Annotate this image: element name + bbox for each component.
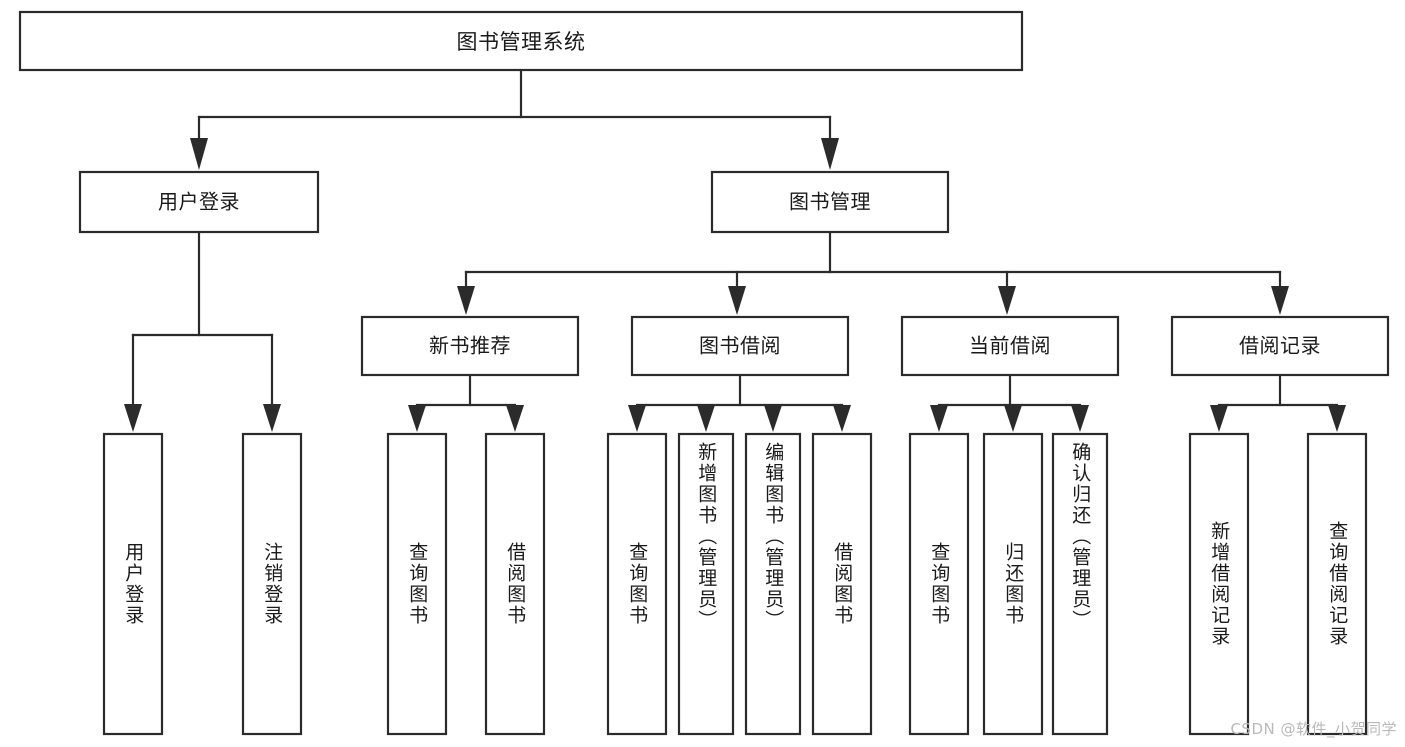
leaf-return-book-rect[interactable] (982, 432, 1044, 736)
arrowhead-leaf-return-book (1004, 405, 1022, 432)
arrowhead-leaf-query-book-2 (628, 405, 646, 432)
leaf-logout-rect[interactable] (241, 432, 303, 736)
node-book-manage-rect[interactable] (710, 170, 950, 234)
node-book-borrow-rect[interactable] (630, 315, 850, 377)
arrowhead-leaf-query-book-3 (930, 405, 948, 432)
arrowhead-leaf-logout (263, 404, 281, 432)
arrowhead-leaf-borrow-book-1 (506, 405, 524, 432)
connector-group-borrow-record (1210, 373, 1346, 432)
node-user-login-label: 用户登录 (158, 190, 240, 214)
leaf-confirm-return-rect[interactable] (1051, 432, 1109, 736)
arrowhead-book-borrow (728, 286, 746, 315)
node-user-login[interactable]: 用户登录 (78, 170, 320, 234)
arrowhead-leaf-confirm-return (1071, 405, 1089, 432)
node-current-borrow[interactable]: 当前借阅 (900, 315, 1120, 377)
node-borrow-record-rect[interactable] (1170, 315, 1390, 377)
arrowhead-leaf-user-login (124, 404, 142, 432)
csdn-watermark: CSDN @软件_小贺同学 (1230, 720, 1397, 738)
connector-group-current-borrow (930, 373, 1089, 432)
node-book-borrow-label: 图书借阅 (699, 334, 781, 358)
arrowhead-leaf-query-record (1328, 405, 1346, 432)
node-book-manage-label: 图书管理 (789, 190, 871, 214)
leaf-edit-book-rect[interactable] (744, 432, 802, 736)
leaf-borrow-book-2-rect[interactable] (811, 432, 873, 736)
arrowhead-borrow-record (1271, 286, 1289, 315)
connector-group-user-login (124, 230, 281, 432)
node-borrow-record[interactable]: 借阅记录 (1170, 315, 1390, 377)
leaf-query-book-3-rect[interactable] (908, 432, 970, 736)
leaf-query-book-1-rect[interactable] (386, 432, 448, 736)
arrowhead-to-user-login (190, 138, 208, 170)
node-new-book-rec-label: 新书推荐 (429, 334, 511, 358)
node-user-login-rect[interactable] (78, 170, 320, 234)
node-root[interactable]: 图书管理系统 (18, 10, 1024, 72)
leaf-query-book-2-rect[interactable] (606, 432, 668, 736)
node-current-borrow-rect[interactable] (900, 315, 1120, 377)
arrowhead-leaf-add-record (1210, 405, 1228, 432)
arrowhead-leaf-add-book (697, 405, 715, 432)
arrowhead-new-book-rec (457, 286, 475, 315)
node-root-label: 图书管理系统 (457, 30, 586, 54)
arrowhead-to-book-manage (821, 138, 839, 170)
arrowhead-leaf-borrow-book-2 (833, 405, 851, 432)
leaf-add-record-rect[interactable] (1188, 432, 1250, 736)
node-new-book-rec[interactable]: 新书推荐 (360, 315, 580, 377)
node-book-borrow[interactable]: 图书借阅 (630, 315, 850, 377)
connector-group-new-book-rec (408, 373, 524, 432)
leaf-query-record-rect[interactable] (1306, 432, 1368, 736)
node-current-borrow-label: 当前借阅 (969, 334, 1051, 358)
node-borrow-record-label: 借阅记录 (1239, 334, 1321, 358)
arrowhead-leaf-query-book-1 (408, 405, 426, 432)
arrowhead-current-borrow (998, 286, 1016, 315)
leaf-user-login-rect[interactable] (102, 432, 164, 736)
leaf-add-book-rect[interactable] (677, 432, 735, 736)
node-book-manage[interactable]: 图书管理 (710, 170, 950, 234)
arrowhead-leaf-edit-book (764, 405, 782, 432)
node-root-rect[interactable] (18, 10, 1024, 72)
leaf-rect-group (102, 432, 1368, 736)
node-new-book-rec-rect[interactable] (360, 315, 580, 377)
leaf-borrow-book-1-rect[interactable] (484, 432, 546, 736)
connector-group-book-manage (457, 230, 1289, 315)
connector-group-book-borrow (628, 373, 851, 432)
connector-group-root (190, 68, 839, 170)
